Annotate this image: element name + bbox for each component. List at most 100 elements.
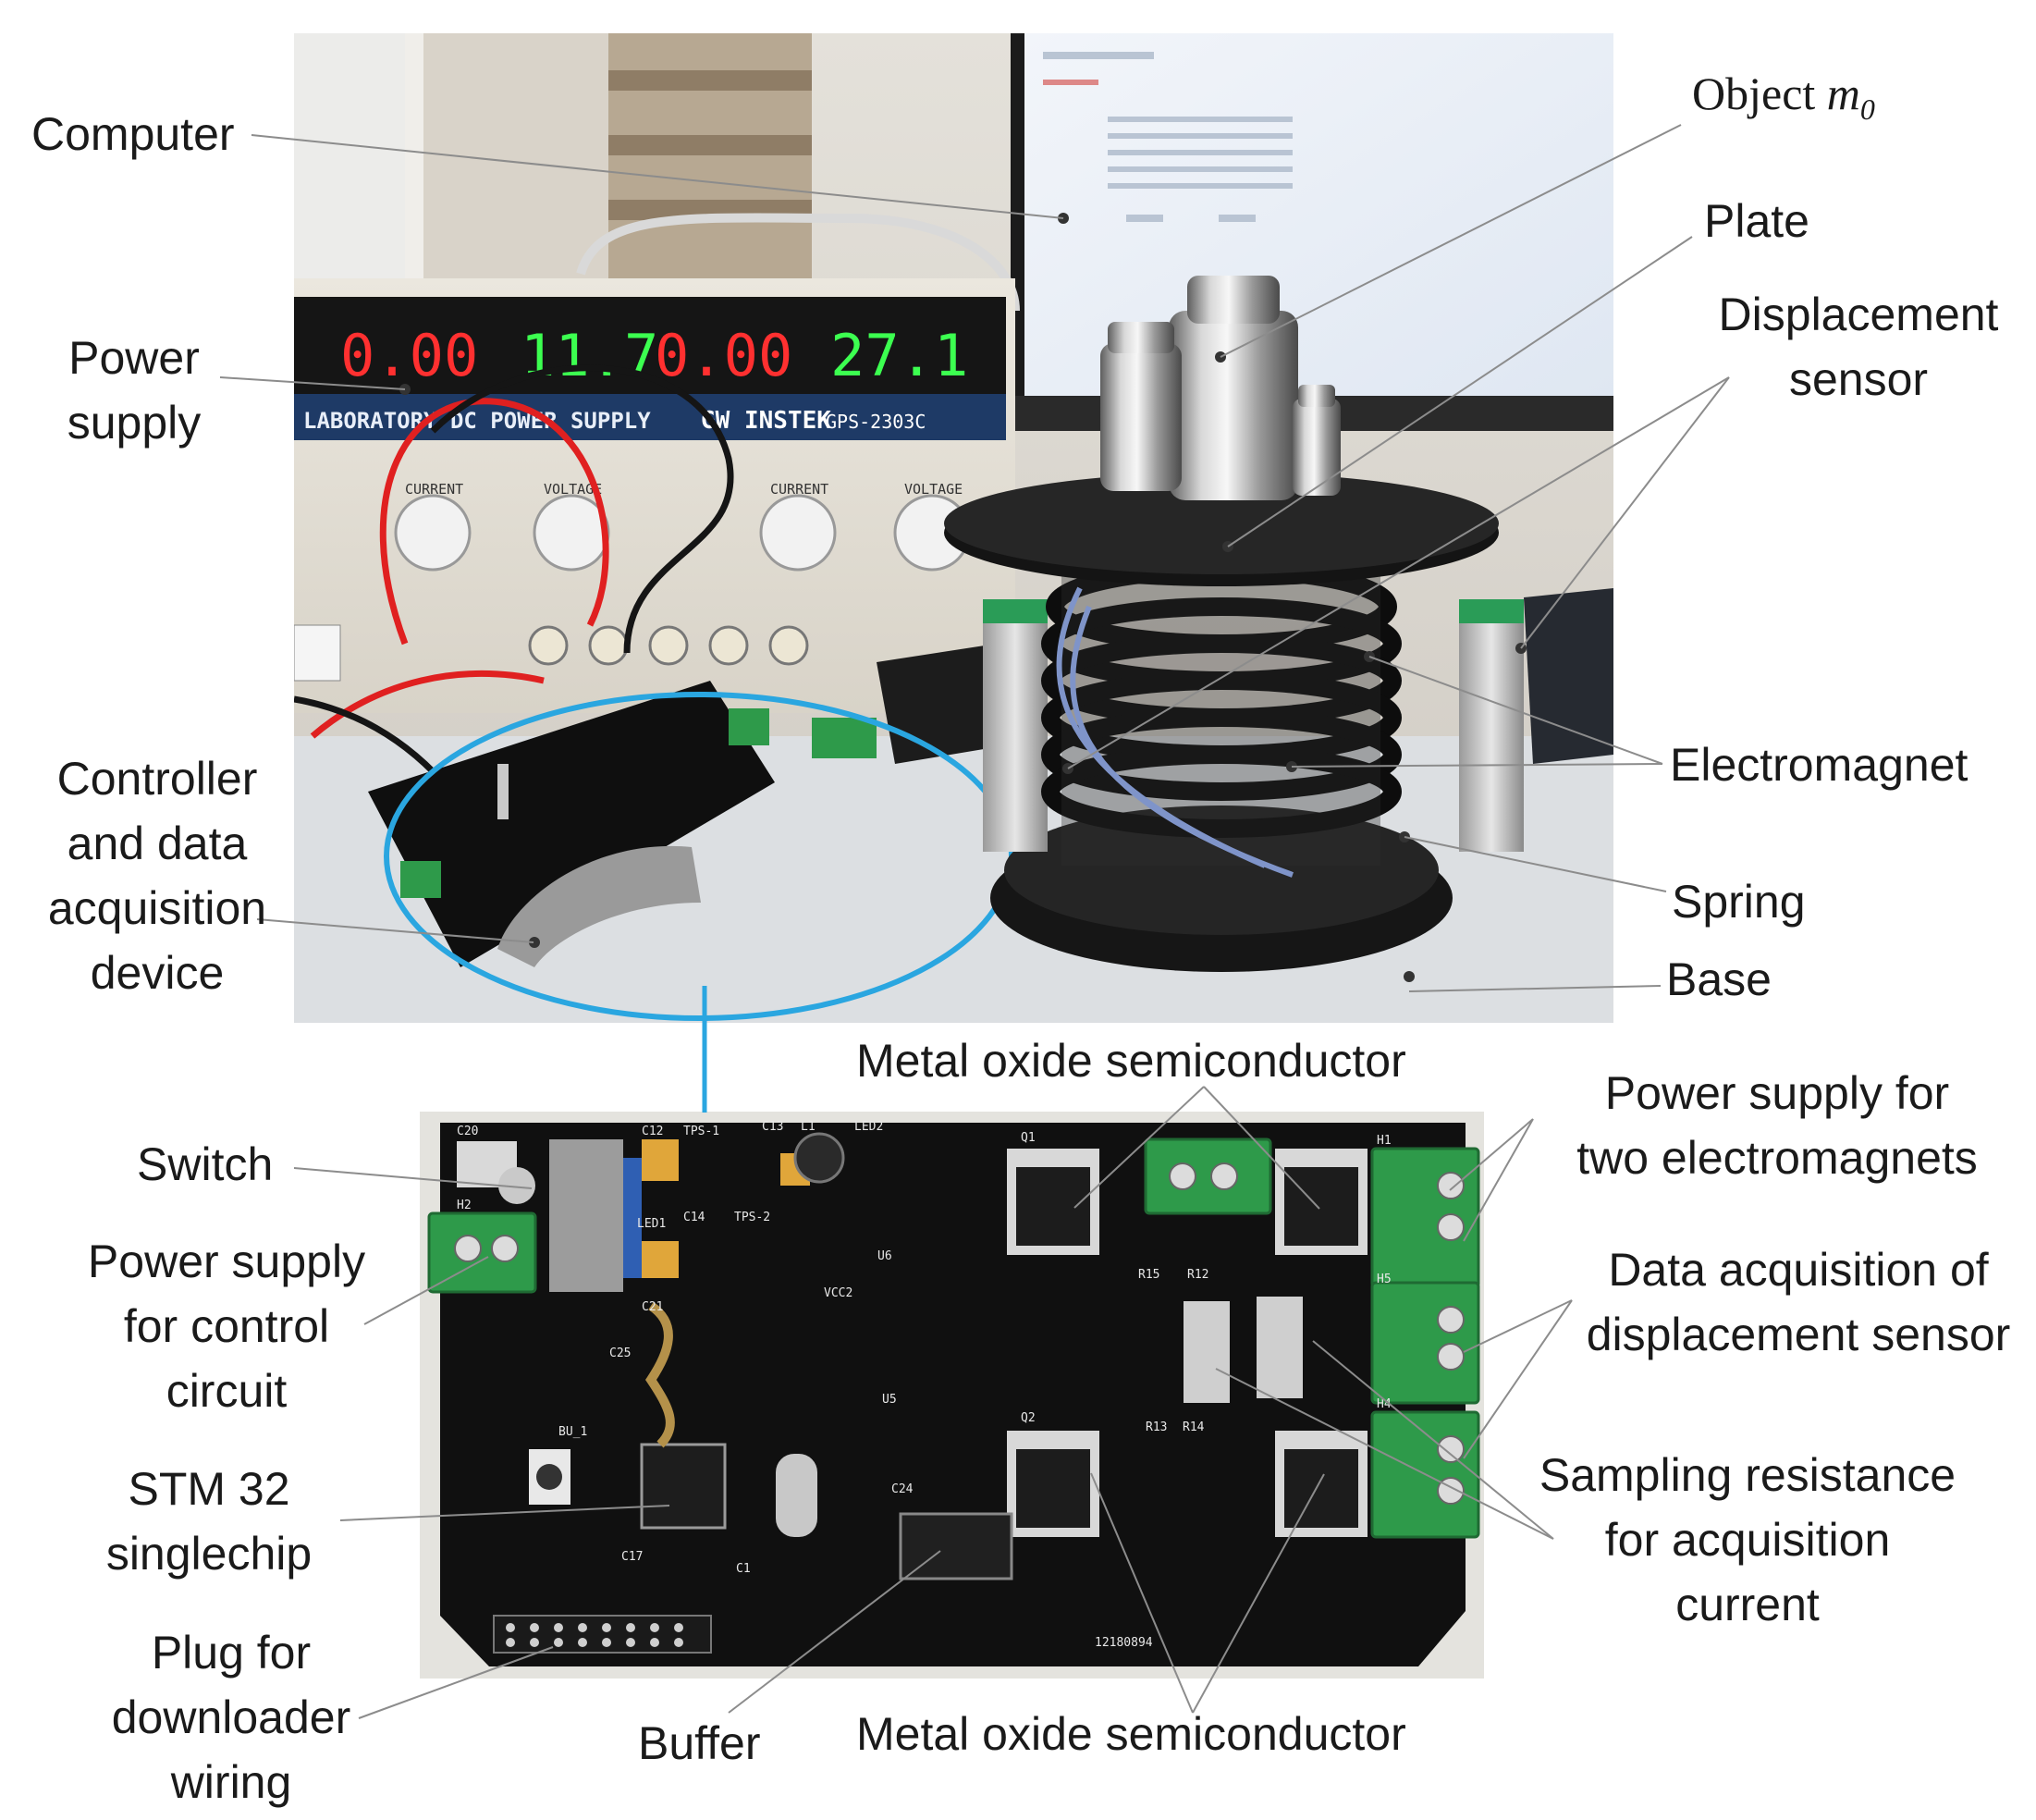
- displacement-sensor-right: [1459, 611, 1524, 852]
- label-line: Plug for: [151, 1627, 312, 1679]
- label-line: Power supply for: [1604, 1067, 1950, 1119]
- label-power-two-electromagnets: Power supply for two electromagnets: [1537, 1061, 2018, 1190]
- buffer-chip: [899, 1512, 1013, 1580]
- psu-knob: [759, 494, 837, 572]
- psu-knob-label: VOLTAGE: [904, 481, 963, 498]
- label-line: Power supply: [87, 1236, 366, 1287]
- label-line: displacement sensor: [1586, 1309, 2011, 1360]
- silk-label: H5: [1377, 1273, 1392, 1286]
- silk-label: R15: [1138, 1268, 1159, 1282]
- silk-label: H1: [1377, 1134, 1392, 1148]
- label-power-supply: Power supply: [46, 326, 222, 455]
- psu-knob-label: CURRENT: [770, 481, 828, 498]
- silk-label: TPS-1: [683, 1125, 719, 1138]
- silk-label: C1: [736, 1562, 751, 1576]
- label-computer: Computer: [31, 108, 235, 160]
- label-line: for control: [123, 1300, 330, 1352]
- silk-label: LED2: [854, 1120, 883, 1134]
- silk-label: C24: [891, 1482, 914, 1496]
- weight-object-m0: [1169, 311, 1298, 500]
- label-line: sensor: [1788, 353, 1929, 405]
- displacement-sensor-left: [983, 611, 1048, 852]
- silk-label: C14: [683, 1211, 705, 1224]
- silk-label: C21: [642, 1300, 663, 1314]
- label-plate: Plate: [1704, 195, 1809, 247]
- label-object-symbol: m: [1826, 68, 1860, 119]
- silk-label: LED1: [637, 1217, 666, 1231]
- silk-label: U6: [877, 1249, 892, 1263]
- label-controller: Controller and data acquisition device: [37, 746, 277, 1005]
- silk-label: C17: [621, 1550, 643, 1564]
- silk-label: C20: [457, 1125, 478, 1138]
- label-line: circuit: [166, 1365, 288, 1417]
- psu-display-ch2-current: 0.00: [340, 322, 478, 389]
- silk-label: C16: [535, 1448, 557, 1462]
- label-line: downloader: [111, 1691, 351, 1743]
- silk-label: C13: [762, 1120, 783, 1134]
- psu-knob-label: CURRENT: [405, 481, 463, 498]
- label-line: Data acquisition of: [1608, 1244, 1989, 1296]
- label-object-subscript: 0: [1859, 92, 1875, 126]
- psu-display-ch1-voltage: 27.1: [830, 322, 968, 389]
- label-sampling-resistance: Sampling resistance for acquisition curr…: [1516, 1443, 1979, 1637]
- lab-setup-photo: 0.00 11.7 0.00 27.1 LABORATORY DC POWER …: [294, 33, 1613, 1023]
- label-displacement-sensor: Displacement sensor: [1692, 282, 2025, 412]
- silk-label: L1: [801, 1120, 816, 1134]
- label-line: Displacement: [1718, 289, 1999, 340]
- label-line: singlechip: [105, 1528, 313, 1580]
- psu-brand: GW INSTEK: [701, 407, 831, 435]
- silk-label: Q1: [1021, 1131, 1036, 1145]
- silk-label: Q2: [1021, 1411, 1036, 1425]
- terminal-control-power: [427, 1211, 537, 1294]
- label-line: Power: [68, 332, 200, 384]
- silk-label: H4: [1377, 1397, 1392, 1411]
- label-mos-top: Metal oxide semiconductor: [856, 1035, 1406, 1087]
- psu-display-ch2-voltage: 11.7: [521, 322, 658, 389]
- downloader-header: [493, 1615, 712, 1654]
- sampling-resistor: [1184, 1301, 1230, 1403]
- label-line: and data: [67, 818, 248, 869]
- label-line: supply: [67, 397, 202, 449]
- silk-label: C25: [609, 1347, 631, 1360]
- label-mos-bottom: Metal oxide semiconductor: [856, 1708, 1406, 1760]
- sampling-resistor: [1257, 1297, 1303, 1398]
- label-object-m0: Object m0: [1692, 61, 1875, 141]
- pcb-photo: C20 H2 C12 TPS-1 C13 L1 LED2 Q1 H1 LED1 …: [420, 1112, 1484, 1679]
- label-line: Sampling resistance: [1539, 1449, 1956, 1501]
- label-base: Base: [1666, 953, 1772, 1005]
- label-object-prefix: Object: [1692, 68, 1827, 119]
- label-line: current: [1675, 1579, 1820, 1630]
- label-spring: Spring: [1672, 876, 1806, 928]
- stm32-chip: [640, 1443, 727, 1530]
- silk-label: VCC2: [824, 1286, 852, 1300]
- psu-display-ch1-current: 0.00: [655, 322, 792, 389]
- label-line: acquisition: [47, 882, 267, 934]
- toggle-switch: [549, 1139, 623, 1292]
- silk-label: R12: [1187, 1268, 1208, 1282]
- psu-knob-label: VOLTAGE: [544, 481, 602, 498]
- silk-label: R14: [1183, 1420, 1205, 1434]
- psu-model: GPS-2303C: [826, 411, 926, 433]
- label-line: for acquisition: [1604, 1514, 1891, 1566]
- silk-label: U5: [882, 1393, 897, 1407]
- label-electromagnet: Electromagnet: [1670, 739, 1969, 791]
- label-line: Controller: [56, 753, 258, 805]
- label-switch: Switch: [137, 1138, 274, 1190]
- label-plug-downloader: Plug for downloader wiring: [83, 1620, 379, 1814]
- silk-label: C12: [642, 1125, 663, 1138]
- silk-label: BU_1: [558, 1425, 587, 1439]
- silk-label: TPS-2: [734, 1211, 770, 1224]
- silk-label: H2: [457, 1199, 472, 1212]
- label-power-control-circuit: Power supply for control circuit: [65, 1229, 388, 1423]
- label-line: STM 32: [128, 1463, 290, 1515]
- silk-label: 12180894: [1095, 1636, 1153, 1650]
- psu-panel-text: LABORATORY DC POWER SUPPLY: [303, 408, 651, 434]
- psu-knob: [394, 494, 472, 572]
- label-line: two electromagnets: [1576, 1132, 1978, 1184]
- label-data-acquisition: Data acquisition of displacement sensor: [1563, 1237, 2034, 1367]
- label-line: device: [90, 947, 225, 999]
- label-buffer: Buffer: [638, 1717, 761, 1769]
- silk-label: R13: [1146, 1420, 1167, 1434]
- psu-knob: [533, 494, 610, 572]
- label-line: wiring: [170, 1756, 292, 1808]
